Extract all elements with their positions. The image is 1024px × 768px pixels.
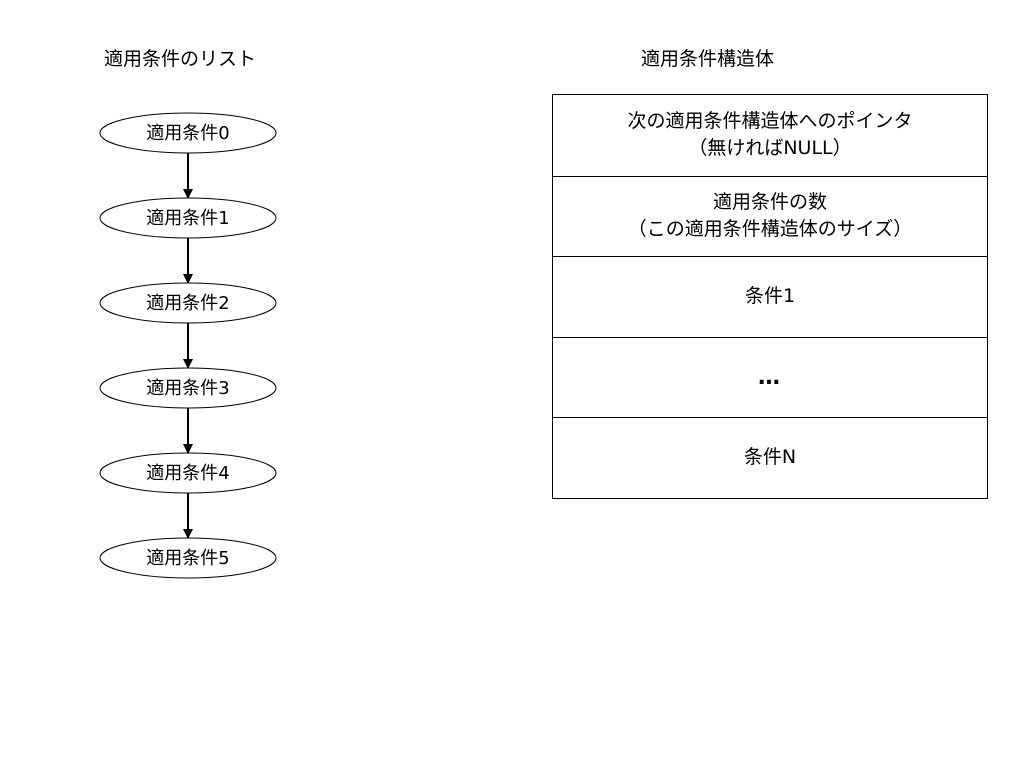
structure-table: 次の適用条件構造体へのポインタ （無ければNULL） 適用条件の数 （この適用条…	[552, 94, 988, 499]
list-node-label: 適用条件4	[146, 463, 229, 484]
list-node-label: 適用条件0	[146, 123, 229, 144]
structure-row-label: …	[758, 364, 782, 390]
list-heading: 適用条件のリスト	[104, 48, 257, 70]
structure-row-condition-1: 条件1	[553, 256, 987, 337]
structure-row-next-pointer: 次の適用条件構造体へのポインタ （無ければNULL）	[553, 95, 987, 176]
structure-row-sublabel: （この適用条件構造体のサイズ）	[627, 218, 913, 241]
structure-row-label: 次の適用条件構造体へのポインタ	[627, 110, 913, 133]
structure-row-label: 条件1	[744, 285, 796, 308]
structure-row-sublabel: （無ければNULL）	[688, 137, 852, 160]
list-node-label: 適用条件3	[146, 378, 229, 399]
list-node-ellipse	[99, 537, 277, 579]
list-node-label: 適用条件5	[146, 548, 229, 569]
structure-row-condition-n: 条件N	[553, 417, 987, 498]
structure-row-count: 適用条件の数 （この適用条件構造体のサイズ）	[553, 175, 987, 257]
structure-row-ellipsis: …	[553, 336, 987, 418]
structure-row-label: 条件N	[743, 446, 797, 469]
list-node-label: 適用条件1	[146, 208, 229, 229]
list-node-label: 適用条件2	[146, 293, 229, 314]
structure-heading: 適用条件構造体	[641, 48, 775, 70]
structure-row-label: 適用条件の数	[712, 191, 827, 214]
